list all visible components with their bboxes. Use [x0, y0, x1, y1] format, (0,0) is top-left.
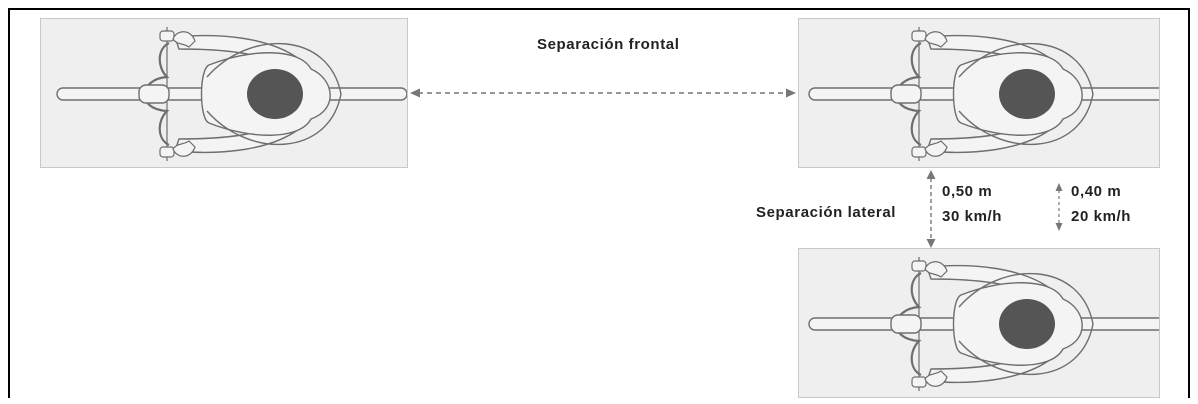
frontal-separation-label: Separación frontal	[537, 36, 680, 53]
shoulder-curve	[958, 42, 1094, 146]
hand-top	[924, 261, 948, 278]
double-arrow-icon	[1055, 183, 1063, 231]
cyclist-figure	[808, 27, 1159, 161]
stem	[890, 314, 922, 334]
hand-bottom	[172, 140, 196, 157]
cyclist-panel-right	[798, 18, 1160, 168]
cyclist-top-view-icon	[808, 27, 1159, 161]
cyclist-figure	[56, 27, 407, 161]
shoulder-curve	[206, 42, 342, 146]
frontal-separation-arrow	[410, 88, 796, 98]
cyclist-top-view-icon	[56, 27, 407, 161]
distance-a-speed: 30 km/h	[942, 208, 1003, 225]
head	[247, 69, 303, 119]
stem	[890, 84, 922, 104]
stem	[138, 84, 170, 104]
head	[999, 299, 1055, 349]
lateral-separation-arrow	[926, 170, 936, 248]
lateral-separation-label: Separación lateral	[756, 204, 897, 221]
distance-a-meters: 0,50 m	[942, 183, 993, 200]
hand-bottom	[924, 140, 948, 157]
hand-top	[172, 31, 196, 48]
hand-bottom	[924, 370, 948, 387]
distance-b-speed: 20 km/h	[1071, 208, 1132, 225]
cyclist-panel-left	[40, 18, 408, 168]
head	[999, 69, 1055, 119]
hand-top	[924, 31, 948, 48]
diagram-frame	[8, 8, 1190, 398]
cyclist-panel-bottom	[798, 248, 1160, 398]
cyclist-figure	[808, 257, 1159, 391]
distance-b-meters: 0,40 m	[1071, 183, 1122, 200]
cyclist-top-view-icon	[808, 257, 1159, 391]
shoulder-curve	[958, 272, 1094, 376]
